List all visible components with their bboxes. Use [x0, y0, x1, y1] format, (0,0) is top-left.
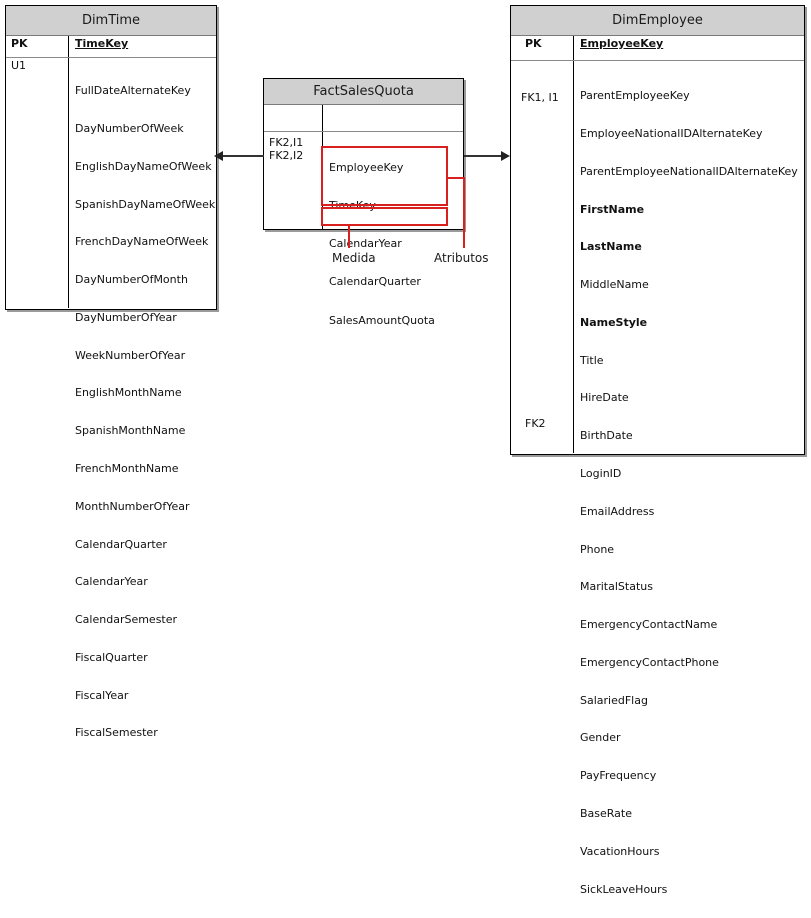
- fact-pk-label: [264, 105, 322, 131]
- field: LoginID: [580, 467, 622, 480]
- diagram-canvas: DimTime PK TimeKey U1 FullDateAlternateK…: [5, 5, 805, 895]
- entity-dimemployee[interactable]: DimEmployee PK EmployeeKey FK1, I1 FK2 P…: [510, 5, 805, 895]
- measure-field: SalesAmountQuota: [329, 314, 435, 328]
- measure-leader-line: [348, 226, 350, 248]
- field: EmployeeKey: [329, 161, 404, 175]
- field: TimeKey: [329, 198, 376, 212]
- dimtime-pk-label: PK: [11, 37, 28, 50]
- field: EmergencyContactPhone: [580, 655, 719, 669]
- fact-pk-row: [264, 105, 463, 132]
- field: MonthNumberOfYear: [75, 499, 190, 513]
- field: ParentEmployeeNationalIDAlternateKey: [580, 164, 798, 178]
- dimemployee-pk-row: PK EmployeeKey: [511, 36, 804, 61]
- field: EmergencyContactName: [580, 618, 718, 632]
- dimemployee-key-labels: FK1, I1 FK2: [511, 61, 573, 453]
- relationship-line-fact-employee: [464, 155, 504, 157]
- dimemployee-pk-field: EmployeeKey: [573, 36, 804, 60]
- field: FullDateAlternateKey: [75, 84, 191, 98]
- relationship-line-time-fact: [222, 155, 264, 157]
- field: FiscalQuarter: [75, 650, 148, 664]
- field: CalendarYear: [75, 575, 148, 589]
- field: CalendarQuarter: [329, 274, 421, 288]
- field: Phone: [580, 542, 615, 556]
- field: BaseRate: [580, 807, 633, 821]
- dimtime-fields-row: U1 FullDateAlternateKey DayNumberOfWeek …: [6, 58, 219, 739]
- attributes-leader-horizontal: [448, 177, 465, 179]
- dimtime-pk-row: PK TimeKey: [6, 36, 216, 58]
- field: FrenchMonthName: [75, 462, 179, 475]
- field: SpanishDayNameOfWeek: [75, 197, 216, 211]
- field: LastName: [580, 240, 642, 254]
- entity-dimtime-title: DimTime: [6, 6, 216, 36]
- field: MaritalStatus: [580, 580, 653, 594]
- field: DayNumberOfYear: [75, 310, 177, 324]
- field: FirstName: [580, 202, 645, 216]
- field: MiddleName: [580, 278, 649, 292]
- entity-dimtime[interactable]: DimTime PK TimeKey U1 FullDateAlternateK…: [5, 5, 219, 739]
- entity-factsalesquota[interactable]: FactSalesQuota FK2,I1 FK2,I2 EmployeeKey…: [263, 78, 464, 327]
- fact-key-labels: FK2,I1 FK2,I2: [269, 136, 304, 162]
- field: PayFrequency: [580, 769, 657, 783]
- field: CalendarYear: [329, 236, 402, 250]
- field: VacationHours: [580, 844, 660, 858]
- dimtime-pk-field: TimeKey: [68, 36, 216, 57]
- field: EnglishDayNameOfWeek: [75, 159, 212, 173]
- fact-fields-row: FK2,I1 FK2,I2 EmployeeKey TimeKey Calend…: [264, 132, 463, 327]
- field: SpanishMonthName: [75, 424, 186, 438]
- dimemployee-pk-label: PK: [525, 37, 542, 50]
- dimemployee-field-list: ParentEmployeeKey EmployeeNationalIDAlte…: [573, 61, 804, 895]
- entity-factsalesquota-body: FK2,I1 FK2,I2 EmployeeKey TimeKey Calend…: [264, 105, 463, 327]
- field: DayNumberOfMonth: [75, 273, 188, 287]
- entity-dimemployee-title: DimEmployee: [511, 6, 804, 36]
- field: WeekNumberOfYear: [75, 348, 186, 362]
- field: SickLeaveHours: [580, 882, 668, 896]
- fact-pk-field: [322, 105, 463, 131]
- field: NameStyle: [580, 315, 648, 329]
- field: EmployeeNationalIDAlternateKey: [580, 126, 763, 140]
- entity-factsalesquota-title: FactSalesQuota: [264, 79, 463, 105]
- relationship-arrow-to-dimemployee: [501, 151, 510, 161]
- field: BirthDate: [580, 429, 633, 443]
- field: CalendarQuarter: [75, 537, 167, 551]
- field: ParentEmployeeKey: [580, 89, 690, 103]
- field: HireDate: [580, 391, 629, 405]
- field: Title: [580, 353, 604, 367]
- dimtime-field-list: FullDateAlternateKey DayNumberOfWeek Eng…: [68, 58, 219, 739]
- dimemployee-fields-row: FK1, I1 FK2 ParentEmployeeKey EmployeeNa…: [511, 61, 804, 895]
- field: EnglishMonthName: [75, 386, 182, 400]
- entity-dimemployee-body: PK EmployeeKey FK1, I1 FK2 ParentEmploye…: [511, 36, 804, 895]
- measure-annotation-label: Medida: [332, 251, 376, 265]
- field: DayNumberOfWeek: [75, 121, 184, 135]
- attributes-annotation-label: Atributos: [434, 251, 489, 265]
- field: EmailAddress: [580, 504, 655, 518]
- field: Gender: [580, 731, 621, 745]
- field: FiscalYear: [75, 688, 129, 702]
- dimtime-key-labels: U1: [11, 59, 27, 72]
- entity-dimtime-body: PK TimeKey U1 FullDateAlternateKey DayNu…: [6, 36, 219, 739]
- attributes-leader-vertical: [463, 177, 465, 248]
- fact-field-list: EmployeeKey TimeKey CalendarYear Calenda…: [322, 132, 463, 327]
- dimemployee-fk2-label: FK2: [525, 417, 546, 430]
- field: FiscalSemester: [75, 726, 158, 740]
- field: CalendarSemester: [75, 613, 178, 627]
- dimemployee-fk1-label: FK1, I1: [521, 91, 559, 105]
- field: SalariedFlag: [580, 693, 648, 707]
- relationship-arrow-to-dimtime: [214, 151, 223, 161]
- field: FrenchDayNameOfWeek: [75, 235, 209, 249]
